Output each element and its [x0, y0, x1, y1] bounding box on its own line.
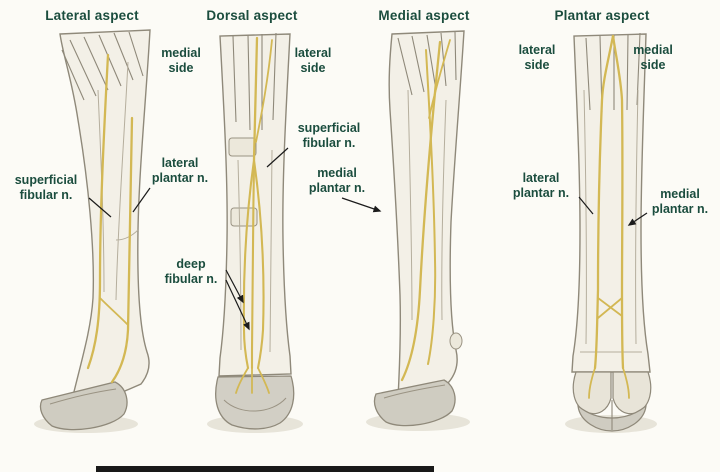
label-line: superficial	[297, 121, 361, 135]
limb-outline	[59, 29, 151, 401]
panel-title-plantar: Plantar aspect	[554, 8, 650, 23]
label-line: plantar n.	[308, 180, 366, 195]
nerve-heel-branches	[588, 367, 630, 399]
nerve-upper-branch	[255, 39, 273, 143]
label-line: deep	[176, 257, 206, 271]
label-medial-side-dorsal: medial side	[152, 46, 210, 75]
leader-lateral-plantar-lateral	[132, 187, 151, 213]
label-line: plantar n.	[651, 201, 709, 216]
panel-title-medial: Medial aspect	[378, 8, 470, 23]
label-line: fibular n.	[164, 271, 218, 286]
panel-title-lateral: Lateral aspect	[45, 8, 139, 23]
nerve-anastomosis	[597, 297, 623, 319]
label-lateral-plantar-lateral: lateral plantar n.	[142, 156, 218, 185]
leader-deep-fibular-1	[225, 269, 244, 304]
leader-medial-plantar-plantar	[627, 212, 648, 226]
nerve-second-branch	[425, 49, 437, 365]
label-line: plantar n.	[151, 170, 209, 185]
label-superficial-fibular-dorsal: superficial fibular n.	[286, 121, 372, 150]
nerve-main-trunk	[252, 36, 259, 162]
label-line: medial	[660, 187, 700, 201]
nerve-upper-branch	[428, 39, 451, 119]
nerve-branch	[99, 297, 128, 325]
label-line: side	[524, 57, 550, 72]
panel-title-dorsal: Dorsal aspect	[206, 8, 298, 23]
retinaculum-band	[228, 137, 257, 157]
nerve-medial-plantar	[400, 40, 442, 382]
leader-medial-plantar-medial	[341, 197, 382, 213]
label-lateral-side-dorsal: lateral side	[284, 46, 342, 75]
limb-medial-drawing	[366, 30, 470, 431]
label-medial-side-plantar: medial side	[624, 43, 682, 72]
nerve-superficial-fibular	[86, 53, 110, 370]
retinaculum-band	[230, 207, 258, 227]
limb-outline	[571, 33, 651, 373]
label-line: lateral	[518, 43, 556, 57]
muscle-hatching	[232, 32, 277, 131]
limb-lateral-drawing	[34, 29, 151, 433]
label-line: fibular n.	[19, 187, 73, 202]
label-medial-plantar-dorsal: medial plantar n.	[298, 166, 376, 195]
nerve-medial-plantar	[611, 34, 625, 370]
tendon-lines	[407, 89, 447, 321]
label-line: plantar n.	[512, 185, 570, 200]
hoof-detail-line	[223, 397, 287, 412]
label-line: fibular n.	[302, 135, 356, 150]
hoof-shape	[373, 379, 456, 427]
label-line: medial	[161, 46, 201, 60]
limb-dorsal-drawing	[207, 32, 303, 433]
leader-lines	[88, 147, 648, 331]
nerve-lateral-plantar	[110, 116, 134, 384]
label-deep-fibular-dorsal: deep fibular n.	[158, 257, 224, 286]
label-line: side	[640, 57, 666, 72]
label-line: lateral	[161, 156, 199, 170]
leader-deep-fibular-2	[225, 279, 250, 331]
nerve-deep-fibular	[250, 163, 256, 370]
label-line: lateral	[294, 46, 332, 60]
label-line: lateral	[522, 171, 560, 185]
muscle-hatching	[61, 31, 144, 101]
label-medial-plantar-plantar: medial plantar n.	[642, 187, 718, 216]
nerve-lateral-plantar	[593, 34, 615, 370]
leader-superficial-fibular-lateral	[88, 197, 112, 218]
nerve-hoof-fan	[235, 367, 270, 394]
label-line: medial	[317, 166, 357, 180]
label-line: medial	[633, 43, 673, 57]
hoof-detail-line	[49, 388, 117, 405]
label-superficial-fibular-lateral: superficial fibular n.	[4, 173, 88, 202]
nerve-medial-branch	[242, 158, 256, 370]
muscle-hatching	[397, 31, 457, 96]
label-lateral-side-plantar: lateral side	[508, 43, 566, 72]
tendon-lines	[237, 149, 273, 353]
label-line: superficial	[14, 173, 78, 187]
limb-plantar-drawing	[565, 32, 657, 433]
leader-superficial-fibular-dorsal	[266, 147, 289, 168]
leader-lateral-plantar-plantar	[578, 196, 594, 215]
label-line: side	[300, 60, 326, 75]
muscle-hatching	[585, 32, 641, 113]
page-edge-strip	[96, 466, 434, 472]
label-lateral-plantar-plantar: lateral plantar n.	[504, 171, 578, 200]
nerve-lateral-branch	[252, 158, 265, 370]
hoof-detail-line	[383, 384, 446, 399]
ergot-bump	[449, 332, 463, 350]
hoof-shape	[39, 381, 128, 431]
hoof-shape	[215, 375, 295, 430]
label-line: side	[168, 60, 194, 75]
